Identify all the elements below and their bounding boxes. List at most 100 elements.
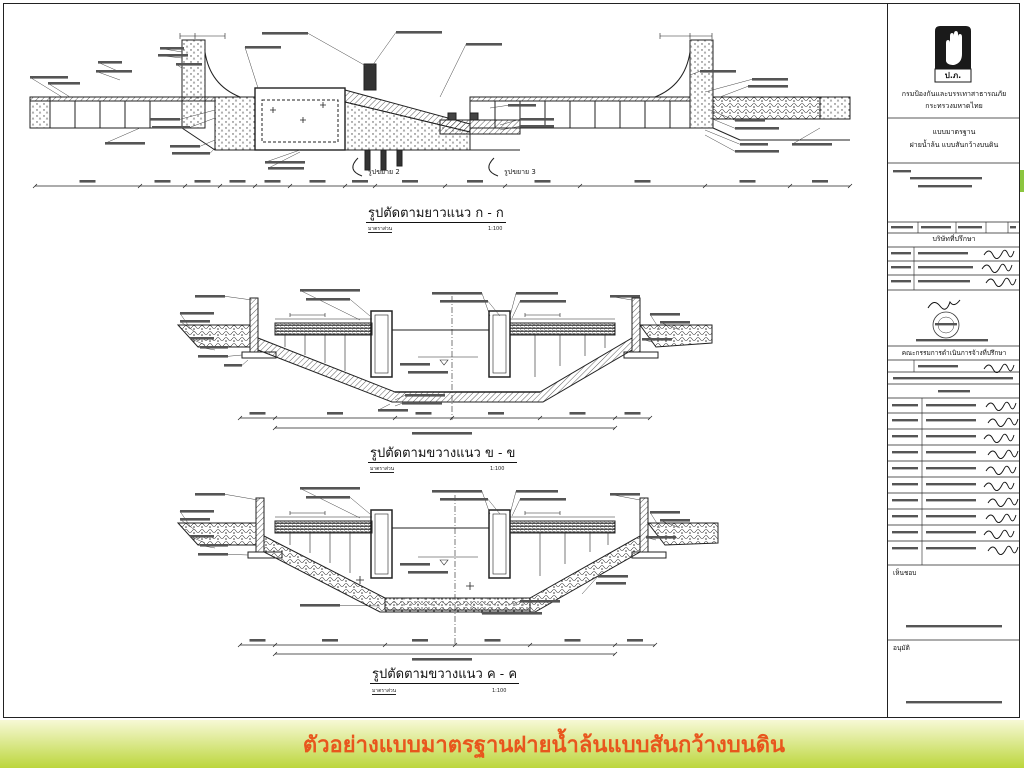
annotation-text [180, 312, 214, 315]
dimension-text [79, 180, 96, 183]
right-footing [631, 551, 667, 559]
leader-line [179, 519, 196, 531]
title-block-text [892, 435, 918, 438]
dimension-tick [217, 183, 223, 189]
annotation-layer [29, 31, 832, 661]
leader-line [224, 296, 253, 301]
leader-line [689, 71, 701, 76]
left-wing-slope [204, 51, 241, 98]
signature [983, 363, 1015, 373]
scale-label-a-a: มาตราส่วน [368, 226, 393, 233]
annotation-text [300, 487, 360, 490]
annotation-text [400, 563, 430, 566]
wing-wall-dimensions [179, 33, 713, 39]
title-block-text [892, 515, 918, 518]
leader-line [499, 119, 521, 126]
dimension-text [627, 639, 643, 642]
apron-joints [494, 101, 671, 128]
signature [985, 465, 1017, 475]
annotation-text [195, 295, 225, 298]
water-level-mark [418, 556, 478, 566]
annotation-text [306, 496, 350, 499]
dimension-text [534, 180, 551, 183]
annotation-text [265, 161, 305, 164]
annotation-text [748, 85, 788, 88]
detail-label-2: รูปขยาย 2 [368, 168, 400, 176]
annotation-text [650, 511, 680, 514]
annotation-text [400, 363, 430, 366]
annotation-text [30, 76, 68, 79]
dimension-text [484, 639, 501, 642]
annotation-text [195, 493, 225, 496]
annotation-text [198, 355, 228, 358]
signature [987, 449, 1019, 459]
title-block-text [892, 467, 918, 470]
deck-right [509, 322, 616, 336]
weir-core [261, 99, 339, 143]
leader-line [709, 109, 736, 121]
annotation-text [610, 493, 640, 496]
dimension-tick [252, 183, 258, 189]
annotation-text [180, 510, 214, 513]
title-block-text [918, 252, 968, 255]
leader-line [481, 293, 491, 317]
right-wing-wall [689, 39, 714, 129]
title-block-text [891, 226, 913, 229]
dimension-tick [449, 415, 455, 421]
stamp-text [935, 323, 957, 326]
deck-railing [275, 511, 615, 518]
engineering-drawing: รูปขยาย 2 รูปขยาย 3 [29, 31, 853, 661]
leader-line [481, 491, 491, 515]
annotation-text [98, 61, 122, 64]
cutoff-pile [396, 149, 403, 167]
annotation-text [378, 409, 408, 412]
annotation-text [172, 152, 210, 155]
dimension-text [739, 180, 756, 183]
annotation-text [180, 518, 210, 521]
leader-line [704, 134, 736, 152]
dimension-layer [32, 180, 853, 657]
leader-line [499, 126, 521, 131]
signature [985, 401, 1017, 411]
title-block-text [926, 499, 976, 502]
leader-line [489, 105, 509, 109]
annotation-text [520, 118, 554, 121]
right-bank-riprap [646, 522, 719, 546]
leader-line [299, 488, 361, 519]
signature [987, 417, 1019, 427]
leader-line [511, 499, 521, 517]
title-block-text [918, 266, 973, 269]
signature [981, 263, 1013, 273]
title-block-text [921, 226, 951, 229]
title-block-text [906, 701, 1002, 704]
deck-supports [284, 335, 606, 377]
org-line-1: กรมป้องกันและบรรเทาสาธารณภัย [901, 90, 1007, 98]
title-block-text [958, 226, 982, 229]
upstream-riprap [29, 100, 51, 129]
downstream-cutoff [712, 127, 850, 141]
dimension-tick [452, 642, 458, 648]
annotation-text [224, 364, 242, 367]
dimension-tick [272, 415, 278, 421]
leader-line [719, 86, 749, 98]
title-block-text [893, 377, 1013, 380]
annotation-text [396, 31, 442, 34]
gate-pier-left [370, 509, 393, 579]
annotation-text [432, 490, 482, 493]
title-block-text [926, 531, 976, 534]
gate-pier-right [488, 509, 511, 579]
dimension-text [322, 639, 338, 642]
leader-line [264, 149, 301, 163]
cutoff-pile [364, 149, 371, 171]
title-block-text [906, 625, 1002, 628]
annotation-text [412, 432, 472, 435]
dimension-text [194, 180, 211, 183]
annotation-text [306, 298, 350, 301]
title-block-text [926, 419, 976, 422]
leader-line [487, 301, 501, 317]
leader-line [349, 497, 371, 515]
title-block-text [938, 390, 970, 393]
dimension-tick [272, 651, 278, 657]
leader-line [267, 151, 301, 169]
annotation-text [752, 78, 788, 81]
